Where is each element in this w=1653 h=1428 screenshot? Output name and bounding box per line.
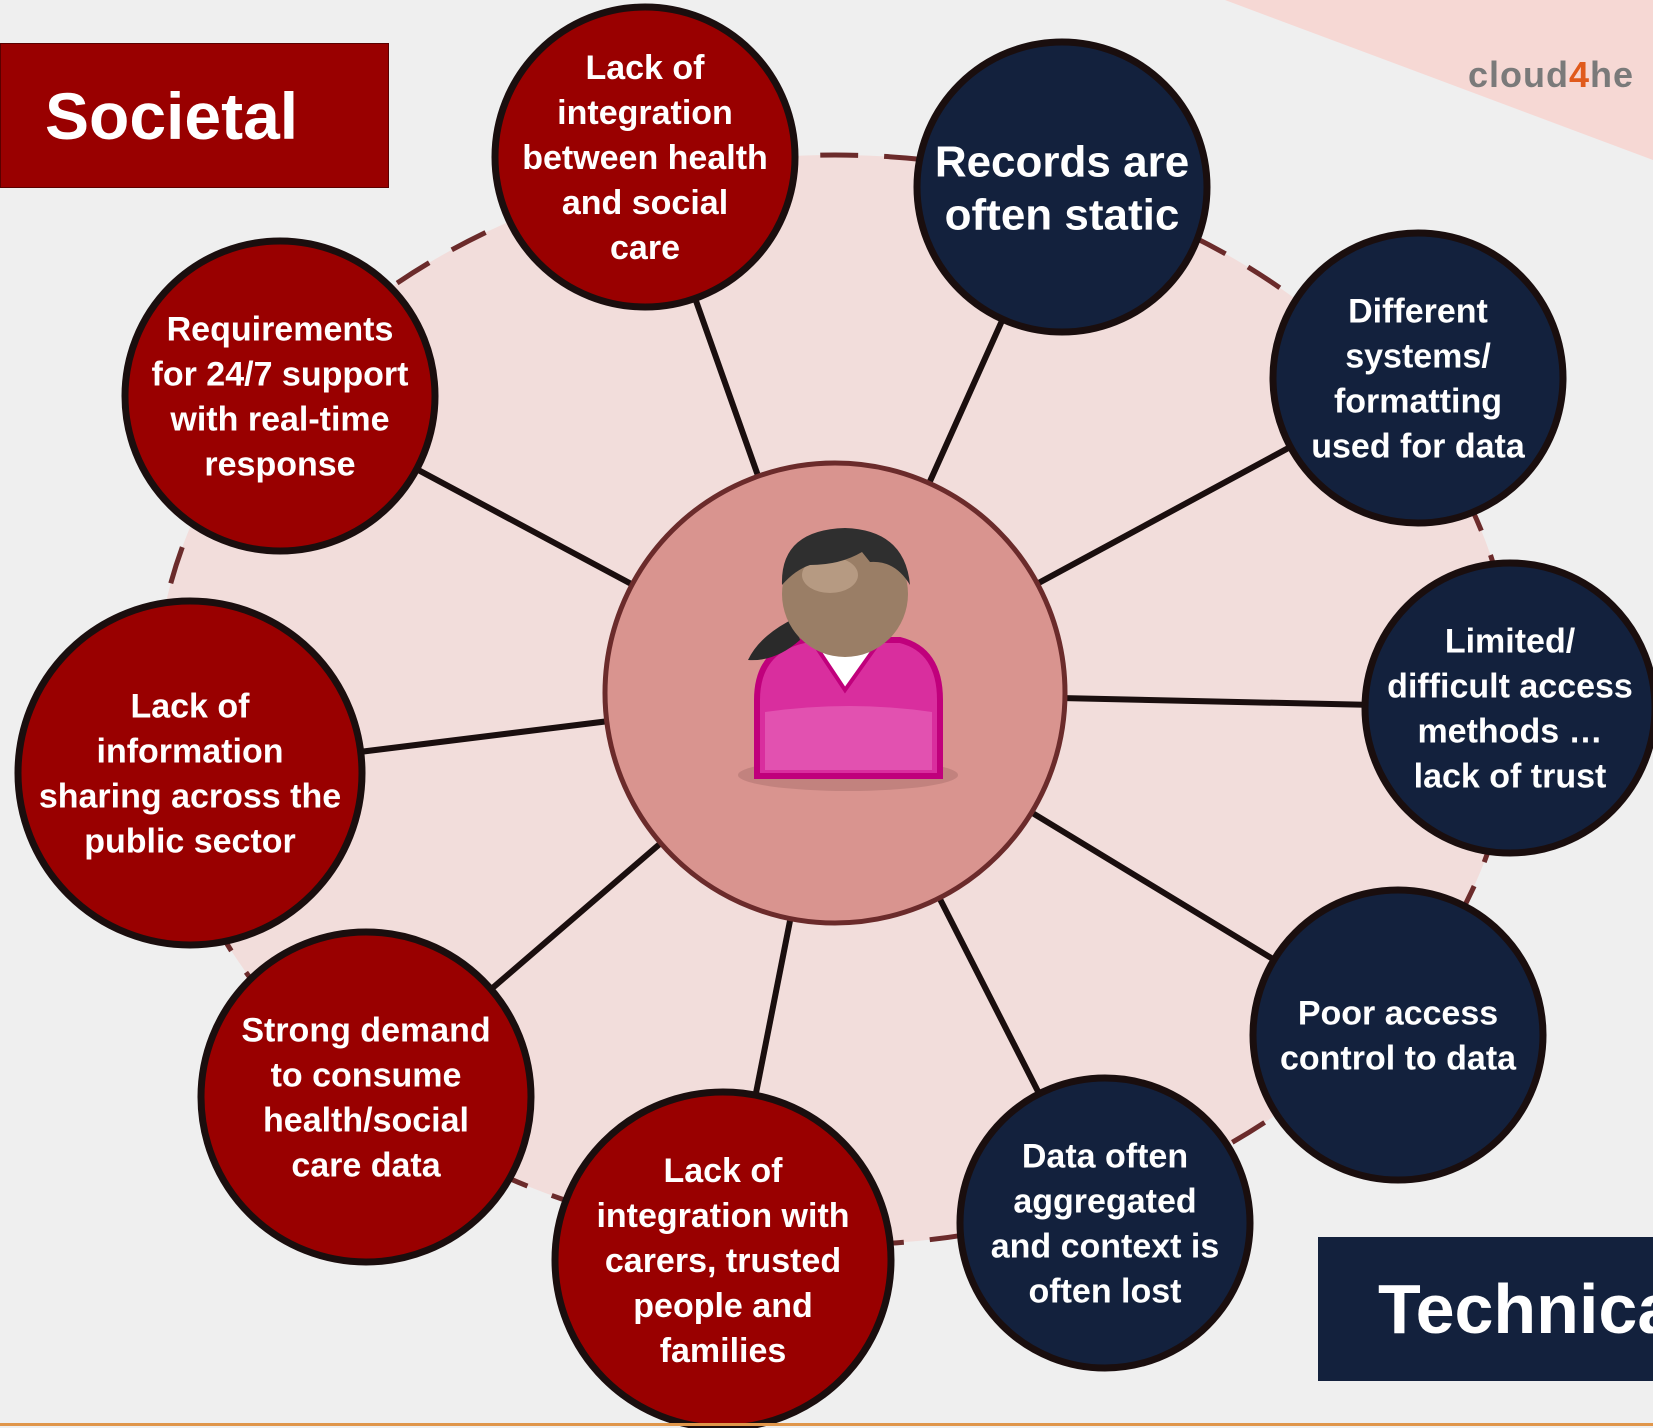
bottom-rule	[0, 1423, 1653, 1426]
node-label-line: used for data	[1311, 428, 1526, 466]
node-label-line: Poor access	[1298, 995, 1498, 1033]
node-label-line: Strong demand	[241, 1012, 490, 1050]
node-label-line: Lack of	[130, 688, 250, 726]
brand-logo: cloud4he	[1468, 54, 1634, 96]
node-label-line: Data often	[1022, 1138, 1188, 1176]
node-societal-1: Lack of integration between health and soci…	[491, 3, 799, 311]
node-societal-9: Lack of information sharing across the publ…	[14, 597, 366, 949]
node-circle	[1249, 886, 1547, 1184]
node-label-line: Limited/	[1445, 623, 1576, 661]
node-label-line: public sector	[84, 823, 296, 861]
node-circle	[551, 1088, 895, 1428]
node-label-line: aggregated	[1013, 1183, 1196, 1221]
node-technical-5: Poor access control to data	[1249, 886, 1547, 1184]
node-technical-3: Different systems/formatting used for data	[1269, 229, 1567, 527]
node-label-line: often static	[945, 190, 1180, 239]
node-label-line: Requirements	[167, 311, 394, 349]
node-label-line: integration with	[596, 1197, 849, 1235]
node-technical-4: Limited/difficult access methods … lack of…	[1361, 559, 1653, 857]
node-societal-10: Requirements for 24/7 support with real-ti…	[121, 237, 439, 555]
societal-heading: Societal	[0, 43, 389, 188]
logo-prefix: cloud	[1468, 54, 1569, 95]
logo-suffix: he	[1590, 54, 1635, 95]
node-societal-7: Lack of integration with carers, trusted pe…	[551, 1088, 895, 1428]
node-label-line: lack of trust	[1414, 758, 1607, 796]
person-icon	[738, 528, 958, 791]
node-label-line: health/social	[263, 1102, 469, 1140]
node-label-line: response	[204, 446, 355, 484]
node-label-line: difficult access	[1387, 668, 1633, 706]
node-label-line: control to data	[1280, 1040, 1517, 1078]
node-label-line: people and	[633, 1287, 812, 1325]
node-label-line: care data	[291, 1147, 441, 1185]
node-label-line: sharing across the	[39, 778, 341, 816]
node-label-line: care	[610, 229, 680, 267]
node-societal-8: Strong demand to consume health/social care…	[197, 928, 535, 1266]
node-label-line: for 24/7 support	[152, 356, 409, 394]
node-label-line: Lack of	[585, 49, 705, 87]
logo-digit: 4	[1569, 54, 1591, 95]
node-label-line: integration	[557, 94, 733, 132]
node-label-line: Different	[1348, 293, 1488, 331]
node-label-line: often lost	[1029, 1273, 1182, 1311]
node-circle	[197, 928, 535, 1266]
node-label-line: between health	[522, 139, 768, 177]
node-label-line: to consume	[271, 1057, 462, 1095]
node-label-line: information	[97, 733, 284, 771]
node-label-line: Records are	[935, 137, 1189, 186]
node-label-line: Lack of	[663, 1152, 783, 1190]
node-label-line: systems/	[1345, 338, 1491, 376]
node-circle	[121, 237, 439, 555]
node-circle	[913, 38, 1211, 336]
node-label-line: formatting	[1334, 383, 1502, 421]
node-circle	[956, 1074, 1254, 1372]
node-layer: Lack of integration between health and soci…	[14, 3, 1653, 1428]
node-label-line: carers, trusted	[605, 1242, 841, 1280]
node-circle	[491, 3, 799, 311]
node-label-line: and social	[562, 184, 728, 222]
technical-heading: Technica	[1318, 1237, 1653, 1381]
node-circle	[14, 597, 366, 949]
node-technical-6: Data often aggregated and context is often …	[956, 1074, 1254, 1372]
node-label-line: with real-time	[169, 401, 389, 439]
node-circle	[1361, 559, 1653, 857]
node-circle	[1269, 229, 1567, 527]
node-label-line: families	[660, 1332, 787, 1370]
background-accent	[1225, 0, 1653, 160]
node-label-line: methods …	[1417, 713, 1602, 751]
node-label-line: and context is	[991, 1228, 1220, 1266]
